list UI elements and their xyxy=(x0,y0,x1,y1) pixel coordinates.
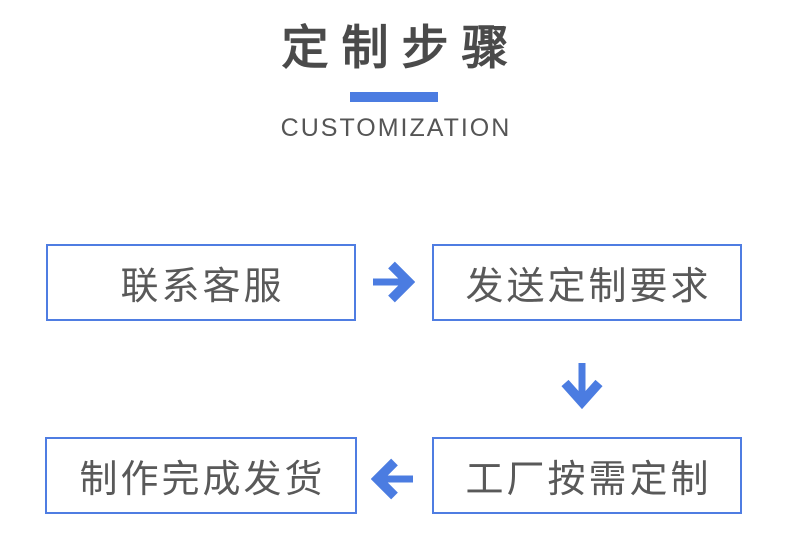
arrow-left-icon xyxy=(371,458,415,500)
arrow-down-icon xyxy=(561,361,603,409)
step-label: 发送定制要求 xyxy=(465,266,712,308)
step-box-factory-customize: 工厂按需定制 xyxy=(432,437,742,514)
title-underline-bar xyxy=(350,92,438,102)
arrow-right-icon xyxy=(371,261,415,303)
step-box-send-requirements: 发送定制要求 xyxy=(432,244,742,321)
step-label: 工厂按需定制 xyxy=(465,459,712,501)
page-subtitle: CUSTOMIZATION xyxy=(280,114,512,142)
step-box-contact-service: 联系客服 xyxy=(46,244,356,321)
page-title: 定制步骤 xyxy=(281,21,522,74)
step-box-finish-ship: 制作完成发货 xyxy=(45,437,357,514)
step-label: 制作完成发货 xyxy=(79,459,326,501)
step-label: 联系客服 xyxy=(120,266,285,308)
